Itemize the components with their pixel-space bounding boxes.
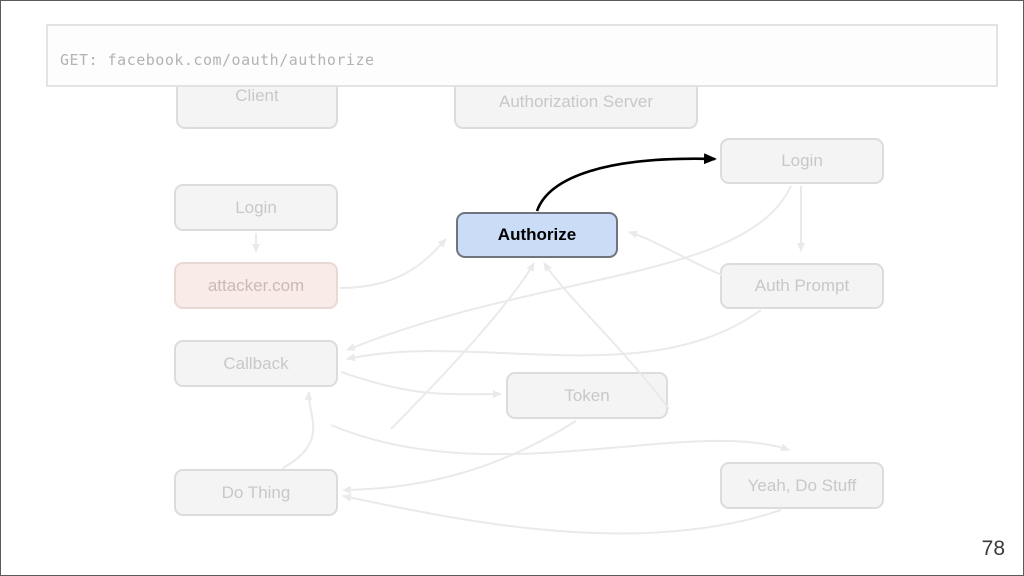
node-yeah-do-stuff-label: Yeah, Do Stuff	[747, 475, 857, 495]
node-login-server-label: Login	[781, 151, 823, 170]
node-callback-label: Callback	[223, 353, 289, 373]
http-request-text: GET: facebook.com/oauth/authorize	[60, 50, 375, 69]
node-do-thing: Do Thing	[174, 469, 338, 516]
http-request-overlay: GET: facebook.com/oauth/authorize	[46, 24, 998, 87]
node-attacker-label: attacker.com	[207, 275, 305, 295]
node-login-client-label: Login	[235, 197, 277, 217]
arrow-do-thing-to-callback	[282, 391, 315, 469]
node-authorize-highlighted: Authorize	[456, 212, 618, 258]
node-callback: Callback	[174, 340, 338, 387]
arrow-attacker-to-authorize	[339, 238, 447, 289]
node-login-client: Login	[174, 184, 338, 231]
node-authorize-label: Authorize	[497, 225, 577, 244]
arrow-callback-to-token	[340, 371, 502, 399]
arrow-authorize-to-login-active	[535, 153, 717, 212]
node-client-label: Client	[235, 86, 279, 105]
node-do-thing-label: Do Thing	[221, 482, 291, 502]
node-attacker: attacker.com	[174, 262, 338, 309]
node-authorization-server-label: Authorization Server	[498, 92, 654, 111]
node-token-label: Token	[564, 385, 610, 405]
page-number: 78	[981, 537, 1005, 560]
node-auth-prompt-label: Auth Prompt	[754, 276, 850, 295]
arrow-auth-prompt-to-authorize	[628, 230, 723, 276]
node-yeah-do-stuff: Yeah, Do Stuff	[720, 462, 884, 509]
node-token: Token	[506, 372, 668, 419]
arrow-to-yeah-do-stuff	[330, 424, 790, 456]
node-login-server: Login	[720, 138, 884, 184]
node-auth-prompt: Auth Prompt	[720, 263, 884, 309]
arrow-auth-prompt-to-callback	[346, 309, 762, 362]
arrow-yeah-to-do-thing	[342, 493, 782, 535]
arrow-token-to-do-thing	[342, 420, 577, 494]
